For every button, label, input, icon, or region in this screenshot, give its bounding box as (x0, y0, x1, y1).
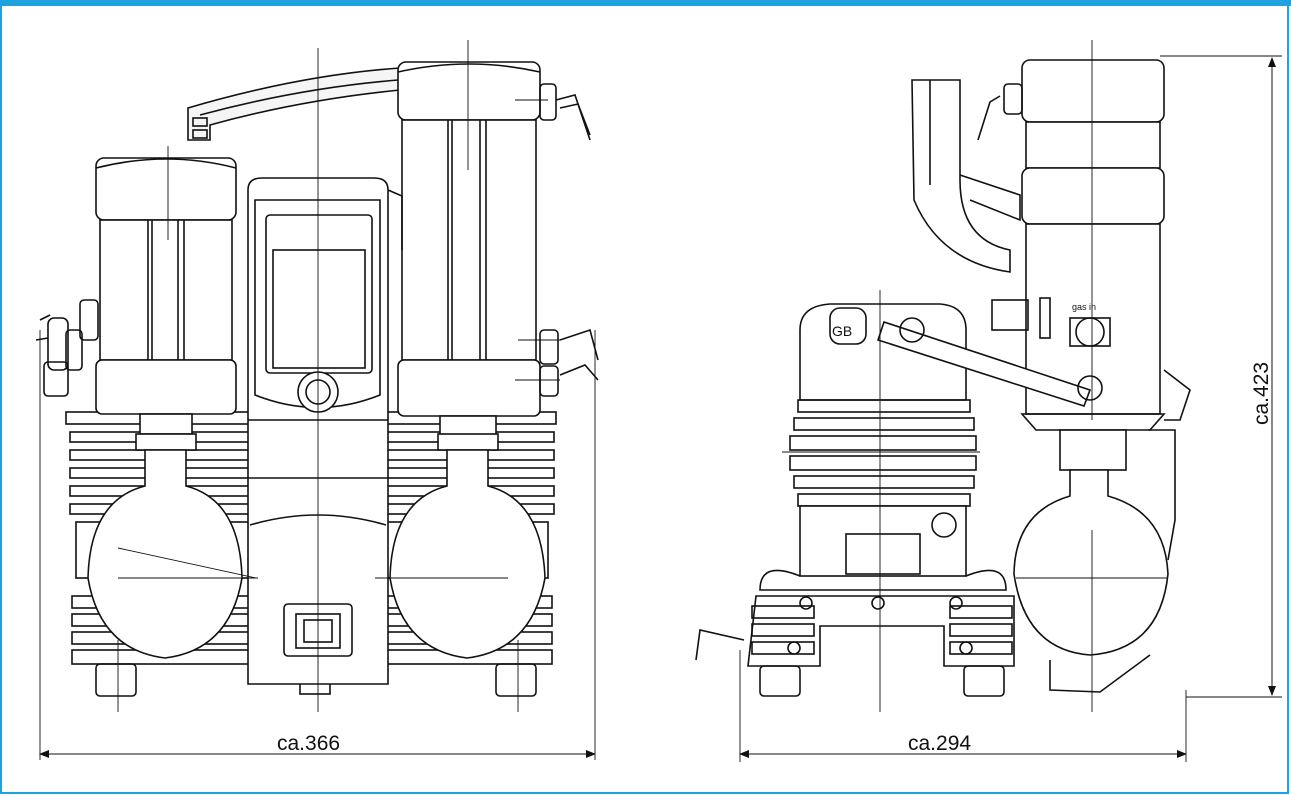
side-base (695, 595, 1015, 697)
front-view (35, 40, 599, 760)
front-right-flask (389, 433, 546, 659)
side-view: GB gas in (695, 40, 1282, 762)
side-flask (1013, 429, 1176, 693)
front-control-unit (247, 177, 403, 685)
gas-in-label: gas in (1072, 302, 1096, 312)
front-left-flask (87, 433, 243, 659)
dimension-front-width: ca.366 (39, 732, 596, 758)
top-accent-bar (0, 0, 1291, 6)
side-motor (759, 303, 1007, 591)
front-right-head (397, 61, 599, 437)
drawing-frame (0, 6, 1289, 794)
dimension-height: ca.423 (1250, 57, 1276, 696)
side-tube: GB gas in (832, 297, 1111, 407)
height-label: ca.423 (1250, 362, 1273, 425)
front-width-label: ca.366 (277, 732, 340, 755)
side-centerlines (739, 40, 1282, 762)
side-width-label: ca.294 (908, 732, 971, 755)
front-centerlines (39, 40, 596, 760)
side-badge-text: GB (832, 323, 852, 339)
front-left-fittings (35, 299, 99, 397)
front-left-head (95, 157, 237, 435)
dimension-side-width: ca.294 (739, 732, 1187, 758)
